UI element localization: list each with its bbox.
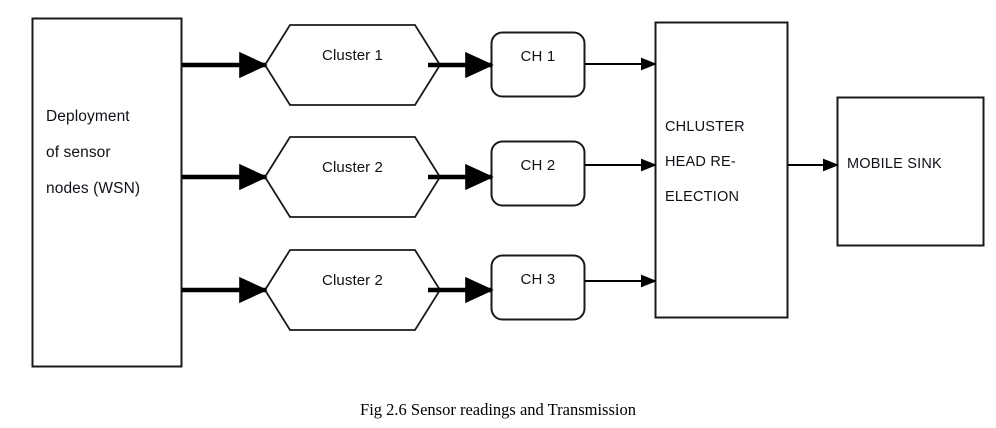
cluster-hexagon-3 bbox=[263, 249, 442, 331]
cluster-head-box-1 bbox=[490, 31, 586, 98]
deployment-box bbox=[31, 17, 183, 368]
cluster-hexagon-2 bbox=[263, 136, 442, 218]
figure-caption: Fig 2.6 Sensor readings and Transmission bbox=[360, 400, 636, 419]
cluster-hexagon-1 bbox=[263, 24, 442, 106]
mobile-sink-box bbox=[836, 96, 985, 247]
cluster-head-box-3 bbox=[490, 254, 586, 321]
reelection-box bbox=[654, 21, 789, 319]
cluster-head-box-2 bbox=[490, 140, 586, 207]
